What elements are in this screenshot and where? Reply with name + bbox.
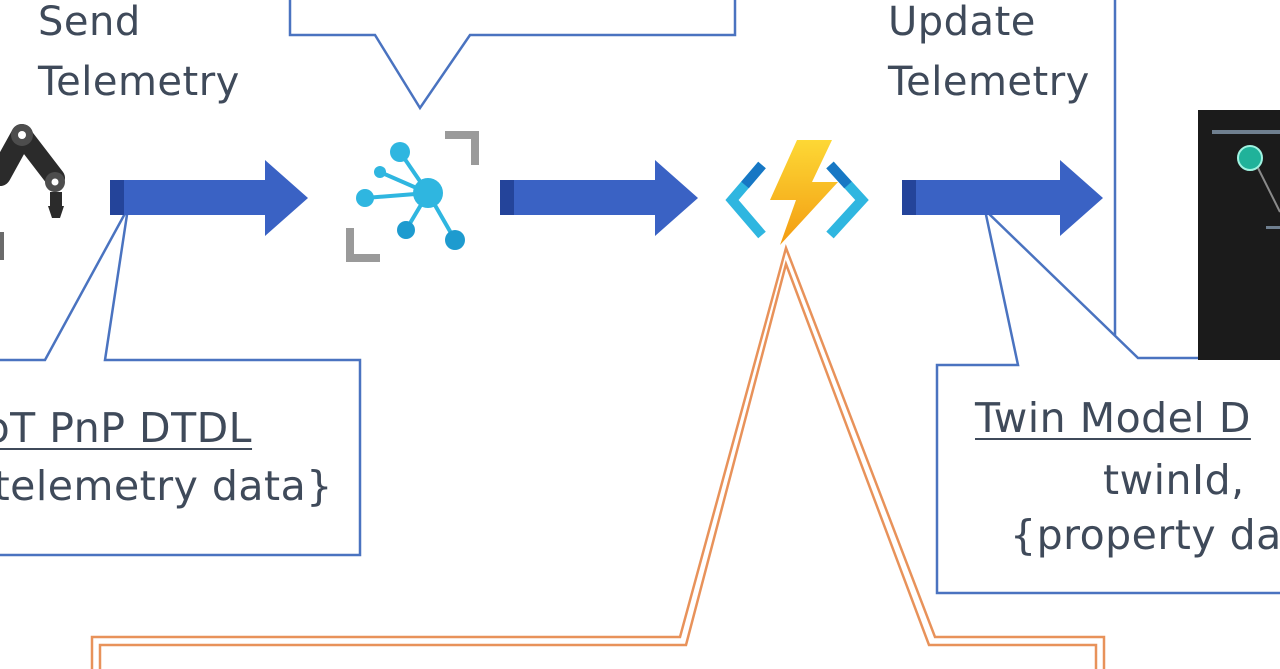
send-label-line2: Telemetry <box>38 59 240 105</box>
twin-model-callout <box>935 206 1280 595</box>
orange-callout <box>90 243 1106 669</box>
top-callout <box>288 0 737 111</box>
arrow-update <box>902 160 1103 236</box>
iot-pnp-callout-body: {telemetry data} <box>0 462 333 510</box>
update-label-line1: Update <box>888 0 1036 45</box>
twin-model-callout-line3: {property da <box>1010 511 1280 559</box>
twin-model-callout-line2: twinId, <box>1103 456 1245 504</box>
azure-functions-icon <box>725 140 869 245</box>
send-label-line1: Send <box>38 0 141 45</box>
update-label-line2: Telemetry <box>888 59 1090 105</box>
arrow-send <box>110 160 308 236</box>
robot-arm-icon <box>0 124 65 260</box>
iot-pnp-callout-title: IoT PnP DTDL <box>0 404 253 452</box>
iot-pnp-callout <box>0 207 362 557</box>
iot-hub-icon <box>346 131 479 262</box>
arrow-hub-to-function <box>500 160 698 236</box>
twin-model-callout-title: Twin Model D <box>975 394 1251 442</box>
digital-twins-graph-thumbnail <box>1198 110 1280 360</box>
